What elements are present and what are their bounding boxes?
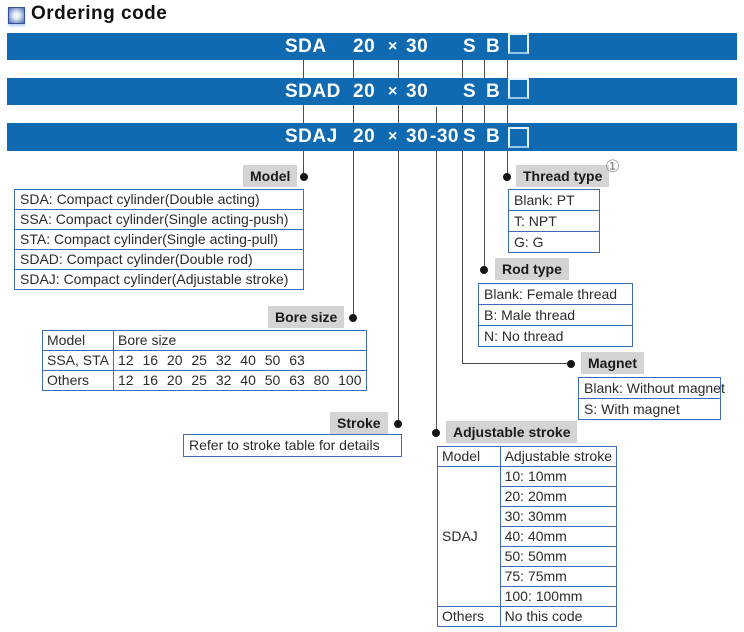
label-model: Model <box>243 165 298 187</box>
rod-type-item: B: Male thread <box>478 304 633 326</box>
code-stroke: 30 <box>406 126 429 147</box>
times-sign: × <box>388 128 398 145</box>
label-stroke: Stroke <box>330 412 388 434</box>
leader-line-thread <box>507 60 508 174</box>
label-magnet: Magnet <box>581 352 644 374</box>
leader-line-model <box>303 60 304 174</box>
code-magnet: S <box>463 81 477 102</box>
code-bar-sda: SDA 20 × 30 S B <box>7 33 737 60</box>
table-row: Others 12 16 20 25 32 40 50 63 80 100 <box>42 370 367 391</box>
times-sign: × <box>388 38 398 55</box>
adj-table-others-label: Others <box>437 606 501 627</box>
connector-dot-stroke <box>394 420 402 428</box>
section-square-icon <box>8 7 25 24</box>
model-list-item: SDA: Compact cylinder(Double acting) <box>14 189 304 210</box>
code-rod: B <box>486 36 501 57</box>
thread-placeholder-box <box>508 33 529 54</box>
code-bore: 20 <box>353 36 376 57</box>
code-rod: B <box>486 81 501 102</box>
code-stroke: 30 <box>406 81 429 102</box>
label-bore-size: Bore size <box>268 306 345 328</box>
code-model: SDA <box>285 36 327 57</box>
connector-dot-bore <box>349 314 357 322</box>
adj-stroke-value: 75: 75mm <box>499 566 618 587</box>
adj-stroke-value: 30: 30mm <box>499 506 618 527</box>
adj-stroke-value: 20: 20mm <box>499 486 618 507</box>
table-row: Others No this code <box>437 606 618 627</box>
bore-row-model: Others <box>42 370 114 391</box>
label-rod-type: Rod type <box>495 258 569 280</box>
bore-row-model: SSA, STA <box>42 350 114 371</box>
bore-size-table: Model Bore size SSA, STA 12 16 20 25 32 … <box>42 330 367 391</box>
table-row: Model Adjustable stroke <box>437 446 618 467</box>
magnet-item: S: With magnet <box>578 398 721 420</box>
code-bar-sdad: SDAD 20 × 30 S B <box>7 78 737 105</box>
connector-dot-magnet <box>567 360 575 368</box>
thread-type-item: T: NPT <box>508 210 600 232</box>
connector-dot-model <box>300 173 308 181</box>
bore-row-values: 12 16 20 25 32 40 50 63 <box>112 350 367 371</box>
magnet-item: Blank: Without magnet <box>578 377 725 399</box>
magnet-list: Blank: Without magnet S: With magnet <box>578 377 725 420</box>
table-row: 30: 30mm <box>438 506 618 527</box>
leader-line-bore <box>353 60 354 315</box>
leader-line-adjustable <box>436 107 437 430</box>
table-row: 40: 40mm <box>438 526 618 547</box>
code-magnet: S <box>463 36 477 57</box>
model-list: SDA: Compact cylinder(Double acting) SSA… <box>14 189 304 290</box>
code-bore: 20 <box>353 126 376 147</box>
rod-type-item: N: No thread <box>478 325 633 347</box>
code-magnet: S <box>463 126 477 147</box>
thread-type-item: G: G <box>508 231 600 253</box>
connector-dot-adjustable <box>432 429 440 437</box>
adj-stroke-value: 10: 10mm <box>499 466 618 487</box>
adj-stroke-value: 50: 50mm <box>499 546 618 567</box>
page-title: Ordering code <box>31 3 168 24</box>
code-bore: 20 <box>353 81 376 102</box>
model-list-item: STA: Compact cylinder(Single acting-pull… <box>14 229 304 250</box>
table-row: Model Bore size <box>42 330 367 351</box>
adj-stroke-value: 40: 40mm <box>499 526 618 547</box>
label-thread-type: Thread type <box>516 165 610 187</box>
adj-stroke-value: 100: 100mm <box>499 586 618 607</box>
leader-line-magnet <box>462 60 463 364</box>
table-row: 75: 75mm <box>438 566 618 587</box>
code-rod: B <box>486 126 501 147</box>
adjustable-stroke-table: Model Adjustable stroke SDAJ 10: 10mm 20… <box>437 446 618 627</box>
times-sign: × <box>388 83 398 100</box>
adj-table-header-stroke: Adjustable stroke <box>499 446 618 467</box>
table-row: SSA, STA 12 16 20 25 32 40 50 63 <box>42 350 367 371</box>
connector-dot-rod <box>480 266 488 274</box>
table-row: 100: 100mm <box>438 586 618 607</box>
thread-placeholder-box <box>508 78 529 99</box>
connector-dot-thread <box>503 173 511 181</box>
thread-type-list: Blank: PT T: NPT G: G <box>508 189 600 253</box>
bore-row-values: 12 16 20 25 32 40 50 63 80 100 <box>112 370 367 391</box>
table-row: SDAJ 10: 10mm <box>437 466 618 607</box>
rod-type-item: Blank: Female thread <box>478 283 633 305</box>
model-list-item: SDAJ: Compact cylinder(Adjustable stroke… <box>14 269 304 290</box>
model-list-item: SSA: Compact cylinder(Single acting-push… <box>14 209 304 230</box>
leader-line-magnet-horizontal <box>462 363 570 364</box>
label-adjustable-stroke: Adjustable stroke <box>446 421 578 443</box>
code-model: SDAJ <box>285 126 338 147</box>
adj-table-others-value: No this code <box>499 606 618 627</box>
code-bar-sdaj: SDAJ 20 × 30 -30 S B <box>7 123 737 151</box>
stroke-note: Refer to stroke table for details <box>183 434 402 457</box>
rod-type-list: Blank: Female thread B: Male thread N: N… <box>478 283 633 347</box>
thread-type-item: Blank: PT <box>508 189 600 211</box>
bore-table-header-bore: Bore size <box>112 330 367 351</box>
code-stroke: 30 <box>406 36 429 57</box>
bore-table-header-model: Model <box>42 330 114 351</box>
model-list-item: SDAD: Compact cylinder(Double rod) <box>14 249 304 270</box>
thread-placeholder-box <box>508 127 529 148</box>
code-adjustable-stroke: -30 <box>430 126 459 147</box>
leader-line-stroke <box>398 60 399 421</box>
footnote-1-icon: ① <box>605 157 621 176</box>
adj-table-model-cell: SDAJ <box>437 466 501 607</box>
leader-line-rod <box>484 60 485 267</box>
adj-table-header-model: Model <box>437 446 501 467</box>
code-model: SDAD <box>285 81 341 102</box>
